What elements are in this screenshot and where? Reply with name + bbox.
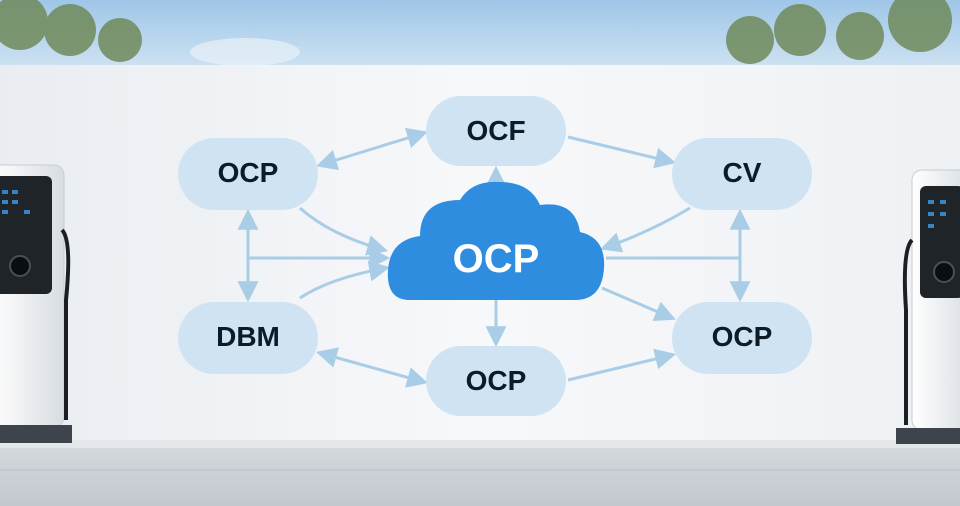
node-top-right-label: CV bbox=[723, 157, 762, 188]
tree-icon bbox=[0, 0, 952, 64]
node-bottom-left-label: DBM bbox=[216, 321, 280, 352]
node-top-label: OCF bbox=[466, 115, 525, 146]
node-bottom-left: DBM bbox=[178, 302, 318, 374]
node-bottom-right: OCP bbox=[672, 302, 812, 374]
cloud-label: OCP bbox=[453, 237, 540, 281]
node-top-right: CV bbox=[672, 138, 812, 210]
cloud-icon: OCP bbox=[387, 181, 605, 300]
ground bbox=[0, 440, 960, 506]
arrow-ocp-bottom-right bbox=[567, 348, 677, 382]
arrow-cv-cloud bbox=[600, 206, 691, 253]
arrow-cloud-ocp-right bbox=[601, 286, 676, 322]
ev-charger-right-icon bbox=[896, 169, 960, 444]
node-bottom-label: OCP bbox=[466, 365, 527, 396]
arrow-ocf-cv bbox=[567, 135, 677, 169]
arrow-ocp-cloud bbox=[298, 206, 389, 256]
node-top-left: OCP bbox=[178, 138, 318, 210]
node-bottom-right-label: OCP bbox=[712, 321, 773, 352]
node-top: OCF bbox=[426, 96, 566, 166]
arrow-ocf-ocp-left bbox=[315, 127, 429, 171]
arrow-dbm-ocp-bottom bbox=[315, 347, 429, 388]
ev-charger-left-icon bbox=[0, 164, 72, 443]
node-top-left-label: OCP bbox=[218, 157, 279, 188]
arrow-dbm-cloud bbox=[299, 260, 391, 300]
node-bottom: OCP bbox=[426, 346, 566, 416]
connectors bbox=[237, 127, 751, 388]
